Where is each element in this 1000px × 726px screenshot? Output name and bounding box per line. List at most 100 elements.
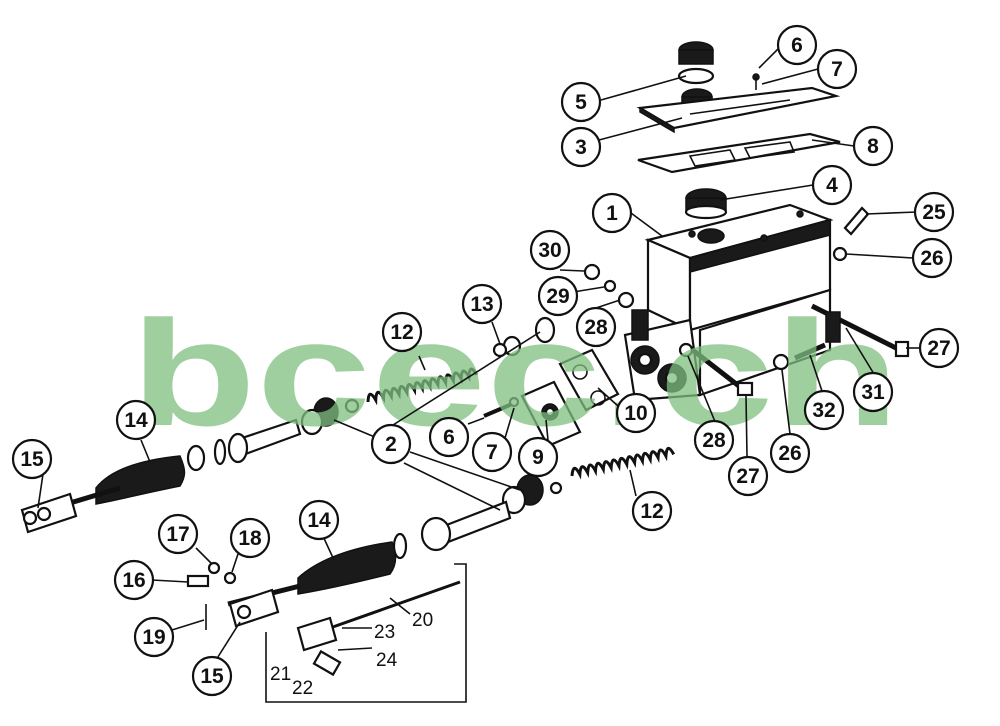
reservoir-cap (684, 188, 728, 220)
inset-labels: 20 23 24 21 22 (270, 610, 433, 699)
callout-17: 17 (157, 513, 199, 555)
callout-4: 4 (811, 164, 853, 206)
svg-text:15: 15 (200, 665, 224, 688)
svg-text:19: 19 (142, 626, 165, 649)
callout-12-lower: 12 (631, 490, 673, 532)
screw-32 (794, 342, 826, 361)
callout-14-upper: 14 (115, 399, 157, 441)
long-bolt-right (810, 303, 910, 358)
svg-text:18: 18 (238, 527, 262, 550)
screw-6 (483, 402, 513, 418)
svg-text:8: 8 (867, 135, 879, 158)
callout-26-right: 26 (911, 237, 953, 279)
callout-13: 13 (461, 283, 503, 325)
callouts: 1 2 3 4 5 6 7 8 12 13 30 29 28 25 26 27 … (11, 24, 960, 697)
svg-text:6: 6 (791, 34, 803, 57)
svg-text:12: 12 (640, 500, 663, 523)
svg-text:9: 9 (532, 446, 544, 469)
callout-27-right: 27 (918, 327, 960, 369)
svg-text:6: 6 (443, 426, 455, 449)
callout-30: 30 (529, 229, 571, 271)
svg-text:28: 28 (702, 429, 726, 452)
callout-14-lower: 14 (298, 499, 340, 541)
label-22: 22 (292, 678, 313, 699)
svg-text:15: 15 (20, 448, 44, 471)
callout-2: 2 (370, 423, 412, 465)
callout-1: 1 (591, 192, 633, 234)
svg-text:14: 14 (124, 409, 148, 432)
washer-26-lower (772, 353, 790, 371)
washer-7 (508, 396, 520, 408)
filler-cap-top (677, 41, 715, 108)
callout-3: 3 (560, 126, 602, 168)
washer-28-right (678, 342, 694, 358)
svg-text:27: 27 (927, 337, 950, 360)
callout-12-top: 12 (381, 311, 423, 353)
callout-10: 10 (615, 392, 657, 434)
label-20: 20 (412, 610, 433, 631)
washer-29 (603, 279, 617, 293)
callout-8: 8 (852, 125, 894, 167)
svg-text:10: 10 (624, 402, 647, 425)
svg-text:30: 30 (538, 239, 561, 262)
svg-text:26: 26 (920, 247, 943, 270)
callout-6-mid: 6 (428, 416, 470, 458)
svg-text:7: 7 (486, 441, 498, 464)
svg-text:4: 4 (826, 174, 838, 197)
nut-30 (583, 263, 601, 281)
callout-16: 16 (113, 559, 155, 601)
svg-text:1: 1 (606, 202, 618, 225)
svg-text:5: 5 (575, 91, 587, 114)
callout-5: 5 (560, 81, 602, 123)
callout-28-left: 28 (575, 306, 617, 348)
parts-artwork (20, 41, 910, 703)
callout-29: 29 (537, 275, 579, 317)
svg-text:7: 7 (831, 58, 843, 81)
svg-text:29: 29 (546, 285, 569, 308)
leader-lines (37, 44, 920, 661)
svg-text:2: 2 (385, 433, 397, 456)
master-cylinder-body (623, 203, 834, 402)
upper-piston-assembly (20, 316, 556, 534)
svg-text:25: 25 (922, 201, 946, 224)
callout-7-mid: 7 (471, 431, 513, 473)
svg-text:3: 3 (575, 136, 587, 159)
flange-plate (520, 380, 582, 448)
long-bolt-lower (688, 346, 754, 397)
washer-26-right (832, 246, 848, 262)
svg-text:31: 31 (861, 381, 885, 404)
callout-15-upper: 15 (11, 438, 53, 480)
svg-text:17: 17 (166, 523, 189, 546)
callout-19: 19 (133, 616, 175, 658)
callout-31: 31 (852, 371, 894, 413)
svg-text:16: 16 (122, 569, 145, 592)
label-24: 24 (376, 650, 398, 671)
lower-piston-assembly (227, 446, 676, 628)
svg-text:12: 12 (390, 321, 413, 344)
svg-text:27: 27 (736, 465, 759, 488)
callout-32: 32 (803, 389, 845, 431)
label-21: 21 (270, 664, 291, 685)
callout-15-lower: 15 (191, 655, 233, 697)
svg-text:14: 14 (307, 509, 331, 532)
union-25 (843, 206, 870, 236)
svg-text:13: 13 (470, 293, 493, 316)
flange-gasket (558, 348, 620, 412)
callout-18: 18 (229, 517, 271, 559)
gasket (637, 132, 841, 174)
svg-text:28: 28 (584, 316, 608, 339)
callout-9: 9 (517, 436, 559, 478)
svg-text:26: 26 (778, 442, 801, 465)
watermark: bcec.ch (130, 289, 900, 457)
callout-27-lower: 27 (727, 455, 769, 497)
cover-plate (636, 73, 841, 134)
callout-7-top: 7 (816, 48, 858, 90)
callout-6-top: 6 (776, 24, 818, 66)
inset-box (265, 563, 467, 703)
clevis-pin-parts (186, 561, 237, 630)
callout-25: 25 (913, 191, 955, 233)
callout-26-lower: 26 (769, 432, 811, 474)
callout-28-lower: 28 (693, 419, 735, 461)
label-23: 23 (374, 622, 395, 643)
